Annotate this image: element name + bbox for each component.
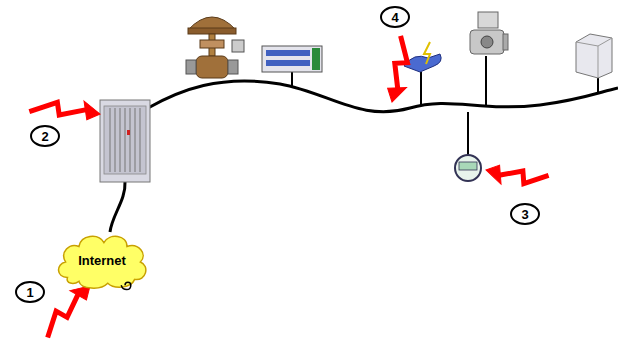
callout-circle: 1 <box>15 281 45 303</box>
uplink-line <box>110 182 125 232</box>
lightning-bolt <box>484 160 549 194</box>
service-icon <box>404 42 441 106</box>
power-supply <box>576 34 612 93</box>
callout-number: 2 <box>41 129 48 144</box>
callout-circle: 3 <box>510 203 540 225</box>
io-terminal <box>262 46 322 86</box>
lightning-bolt <box>29 92 101 124</box>
callout-number: 4 <box>391 10 398 25</box>
field-meter <box>455 112 481 181</box>
control-valve <box>186 17 244 78</box>
internet-cloud: Internet <box>54 229 150 291</box>
lightning-bolt <box>382 36 419 105</box>
flowmeter <box>470 12 508 107</box>
controller-rack <box>100 100 150 182</box>
attack-bolts <box>29 36 548 338</box>
callout-number: 3 <box>521 207 528 222</box>
callout-circle: 2 <box>30 125 60 147</box>
fieldbus-line <box>148 81 618 112</box>
callout-number: 1 <box>26 285 33 300</box>
network-label: Internet <box>78 253 126 268</box>
callout-circle: 4 <box>380 6 410 28</box>
